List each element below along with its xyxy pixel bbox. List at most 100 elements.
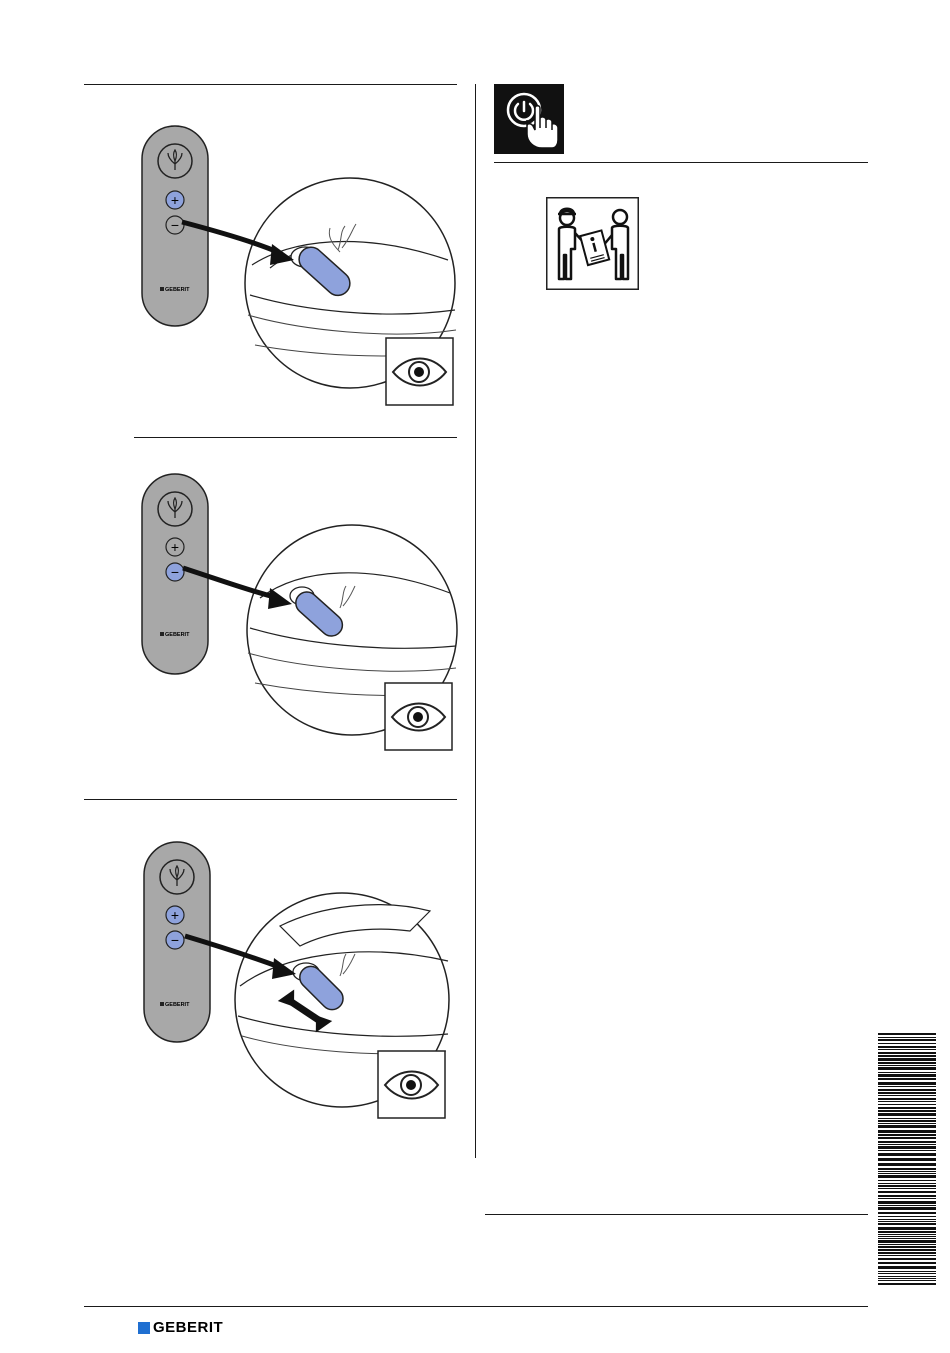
barcode (878, 1033, 936, 1285)
barcode-bar (878, 1168, 936, 1170)
barcode-bar (878, 1052, 936, 1054)
barcode-bar (878, 1039, 936, 1041)
section-divider-1 (84, 84, 457, 85)
section-divider-3 (84, 799, 457, 800)
brand-mark (160, 632, 164, 636)
remote-brand-label: GEBERIT (165, 632, 190, 638)
barcode-bar (878, 1188, 936, 1189)
barcode-bar (878, 1110, 936, 1112)
illustration-step-2: + − GEBERIT (130, 468, 460, 760)
barcode-bar (878, 1191, 936, 1193)
barcode-bar (878, 1195, 936, 1197)
barcode-bar (878, 1258, 936, 1260)
plus-symbol: + (171, 539, 179, 555)
barcode-bar (878, 1180, 936, 1181)
right-footer-divider (485, 1214, 868, 1215)
barcode-bar (878, 1049, 936, 1050)
barcode-bar (878, 1246, 936, 1248)
barcode-bar (878, 1098, 936, 1100)
plus-symbol: + (171, 192, 179, 208)
plus-symbol: + (171, 907, 179, 923)
barcode-bar (878, 1171, 936, 1172)
barcode-bar (878, 1236, 936, 1237)
barcode-bar (878, 1086, 936, 1087)
barcode-bar (878, 1219, 936, 1220)
barcode-bar (878, 1089, 936, 1091)
footer-logo-square (138, 1322, 150, 1334)
minus-symbol: − (171, 564, 179, 580)
remote-brand-label: GEBERIT (165, 287, 190, 293)
barcode-bar (878, 1266, 936, 1269)
barcode-bar (878, 1153, 936, 1156)
barcode-bar (878, 1183, 936, 1184)
barcode-bar (878, 1227, 936, 1230)
barcode-bar (878, 1134, 936, 1136)
barcode-bar (878, 1043, 936, 1044)
footer-divider (84, 1306, 868, 1307)
barcode-bar (878, 1212, 936, 1214)
barcode-bar (878, 1201, 936, 1204)
remote-brand-label: GEBERIT (165, 1002, 190, 1008)
barcode-bar (878, 1067, 936, 1070)
barcode-bar (878, 1221, 936, 1222)
barcode-bar (878, 1137, 936, 1139)
illustration-step-3: + − GEBERIT (130, 836, 460, 1126)
barcode-bar (878, 1278, 936, 1279)
barcode-bar (878, 1205, 936, 1206)
barcode-bar (878, 1082, 936, 1085)
barcode-bar (878, 1062, 936, 1064)
barcode-bar (878, 1078, 936, 1080)
barcode-bar (878, 1276, 936, 1277)
barcode-bar (878, 1223, 936, 1225)
barcode-bar (878, 1249, 936, 1251)
barcode-bar (878, 1207, 936, 1210)
barcode-bar (878, 1216, 936, 1217)
barcode-bar (878, 1234, 936, 1235)
right-header-divider (494, 162, 868, 163)
barcode-bar (878, 1255, 936, 1256)
barcode-bar (878, 1144, 936, 1145)
barcode-bar (878, 1101, 936, 1102)
barcode-bar (878, 1173, 936, 1174)
barcode-bar (878, 1125, 936, 1128)
barcode-bar (878, 1185, 936, 1187)
barcode-bar (878, 1118, 936, 1119)
barcode-bar (878, 1113, 936, 1116)
power-touch-icon (494, 84, 564, 154)
barcode-bar (878, 1163, 936, 1166)
illustration-step-1: + − GEBERIT (130, 120, 460, 415)
barcode-bar (878, 1107, 936, 1109)
barcode-bar (878, 1280, 936, 1281)
barcode-bar (878, 1072, 936, 1073)
barcode-bar (878, 1175, 936, 1178)
footer-brand: GEBERIT (153, 1319, 223, 1336)
barcode-bar (878, 1231, 936, 1233)
brand-mark (160, 287, 164, 291)
minus-symbol: − (171, 217, 179, 233)
minus-symbol: − (171, 932, 179, 948)
barcode-bar (878, 1271, 936, 1272)
barcode-bar (878, 1104, 936, 1105)
barcode-bar (878, 1095, 936, 1096)
barcode-bar (878, 1158, 936, 1161)
barcode-bar (878, 1240, 936, 1243)
barcode-bar (878, 1283, 936, 1285)
barcode-bar (878, 1055, 936, 1057)
barcode-bar (878, 1033, 936, 1035)
barcode-bar (878, 1198, 936, 1199)
barcode-bar (878, 1074, 936, 1077)
barcode-bar (878, 1123, 936, 1124)
barcode-bar (878, 1262, 936, 1264)
section-divider-2 (134, 437, 457, 438)
barcode-bar (878, 1150, 936, 1151)
barcode-bar (878, 1130, 936, 1133)
barcode-bar (878, 1141, 936, 1143)
barcode-bar (878, 1146, 936, 1149)
barcode-bar (878, 1065, 936, 1066)
barcode-bar (878, 1058, 936, 1061)
handover-document-icon (546, 197, 639, 290)
barcode-bar (878, 1120, 936, 1122)
barcode-bar (878, 1252, 936, 1254)
barcode-bar (878, 1273, 936, 1274)
barcode-bar (878, 1037, 936, 1038)
